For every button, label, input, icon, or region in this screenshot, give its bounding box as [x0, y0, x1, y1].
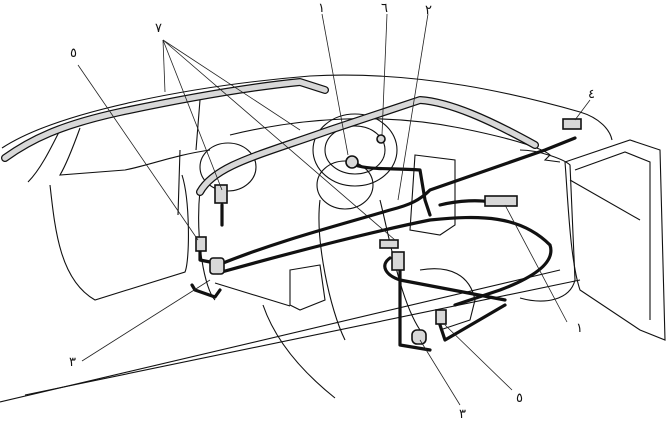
components	[195, 118, 582, 345]
callout-1-right: ١	[576, 321, 583, 336]
curtain-airbag-right	[196, 96, 539, 196]
callout-4: ٤	[588, 87, 595, 102]
control-unit-box	[484, 195, 518, 207]
callout-2: ٢	[425, 3, 432, 18]
front-sensor-box	[562, 118, 582, 130]
center-connector	[379, 239, 399, 249]
left-side-sensor	[195, 236, 207, 252]
center-module	[391, 251, 405, 271]
right-side-sensor	[435, 309, 447, 325]
leader-lines	[77, 13, 591, 406]
callout-5-top: ٥	[70, 46, 77, 61]
wiring-harness	[190, 136, 577, 352]
callout-7: ٧	[155, 21, 162, 36]
warning-lamp	[376, 134, 386, 144]
callout-5-bottom: ٥	[516, 391, 523, 406]
left-pretensioner	[209, 257, 225, 275]
rear-seatbelt-module	[214, 184, 228, 204]
driver-airbag	[345, 155, 359, 169]
callout-3-bottom: ٣	[459, 407, 466, 422]
callout-3-left: ٣	[69, 355, 76, 370]
callout-6: ٦	[381, 1, 388, 16]
right-pretensioner	[411, 329, 427, 345]
callout-1-top: ١	[318, 1, 325, 16]
curtain-airbag-left	[1, 78, 329, 162]
